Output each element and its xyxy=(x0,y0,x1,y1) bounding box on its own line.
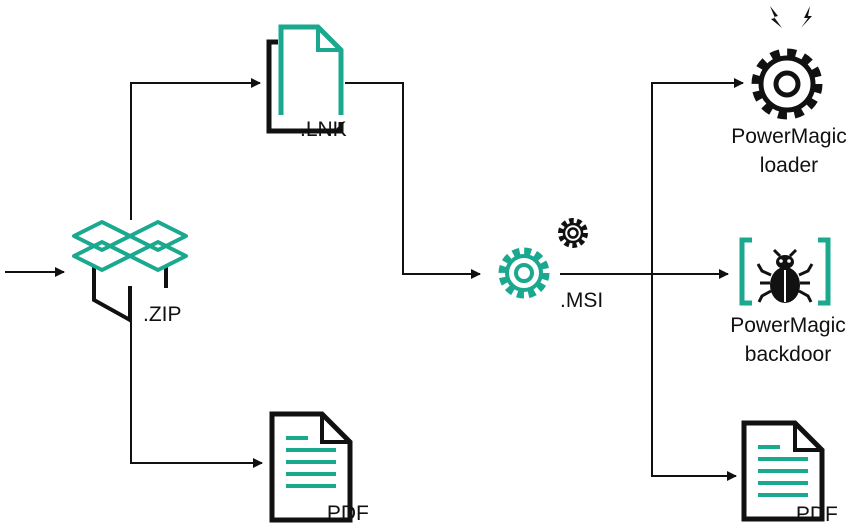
pdf-right-node: .PDF xyxy=(741,420,838,526)
backdoor-label-line2: backdoor xyxy=(745,343,831,366)
msi-node: .MSI xyxy=(498,218,603,312)
zip-label: .ZIP xyxy=(143,303,182,326)
loader-label-line2: loader xyxy=(760,154,818,177)
arrow-lnk-to-msi xyxy=(345,82,481,279)
pdf-left-label: .PDF xyxy=(321,502,369,525)
gear-icon xyxy=(498,247,550,299)
document-icon xyxy=(269,411,353,523)
lnk-label: .LNK xyxy=(300,118,347,141)
shortcut-file-icon xyxy=(266,24,344,134)
loader-node: PowerMagic loader xyxy=(731,6,847,177)
arrow-zip-to-lnk xyxy=(130,78,261,220)
pdf-right-label: .PDF xyxy=(790,503,838,526)
box-icon xyxy=(72,220,188,324)
bug-icon xyxy=(756,248,814,303)
bracket-icon xyxy=(739,237,831,306)
document-icon xyxy=(741,420,825,522)
connectors xyxy=(5,78,744,481)
arrow-msi-to-pdf xyxy=(651,274,737,481)
zip-node: .ZIP xyxy=(72,220,188,326)
backdoor-label-line1: PowerMagic xyxy=(730,314,846,337)
lnk-node: .LNK xyxy=(266,24,347,141)
msi-label: .MSI xyxy=(560,289,603,312)
gear-spark-icon xyxy=(751,48,823,120)
loader-label-line1: PowerMagic xyxy=(731,125,847,148)
arrow-zip-to-pdf xyxy=(130,312,263,468)
backdoor-node: PowerMagic backdoor xyxy=(730,237,846,366)
arrow-msi-to-loader xyxy=(560,78,744,275)
pdf-left-node: .PDF xyxy=(269,411,369,525)
lightning-icon xyxy=(770,6,812,28)
small-gear-icon xyxy=(558,218,588,248)
